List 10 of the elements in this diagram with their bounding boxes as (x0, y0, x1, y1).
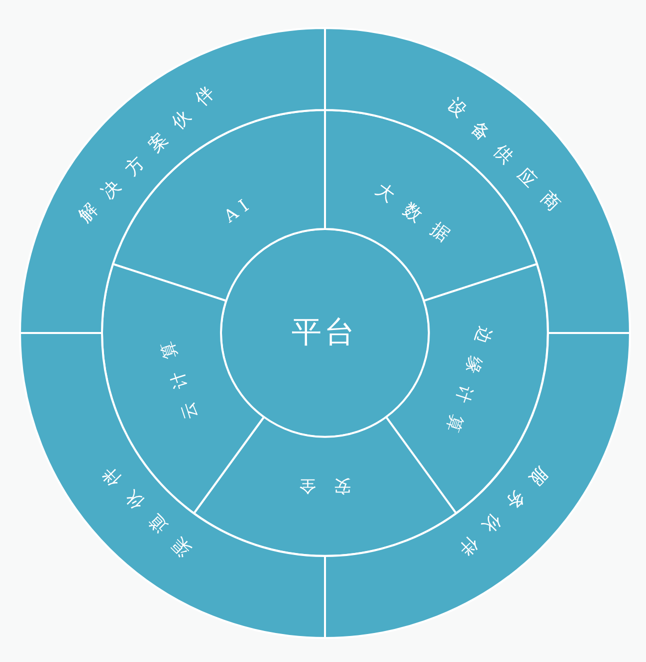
center-label: 平台 (290, 318, 358, 348)
inner-ring-segment (386, 264, 548, 514)
segment-label: 服务伙伴 (444, 462, 554, 570)
inner-ring-segment (102, 264, 264, 514)
segment-label: 云计算 (155, 324, 203, 424)
segment-label: 安全 (280, 476, 352, 494)
segment-label: AI (220, 194, 257, 229)
segment-label: 边缘计算 (438, 323, 496, 448)
center-circle (221, 229, 429, 437)
segment-label: 渠道伙伴 (88, 452, 196, 562)
